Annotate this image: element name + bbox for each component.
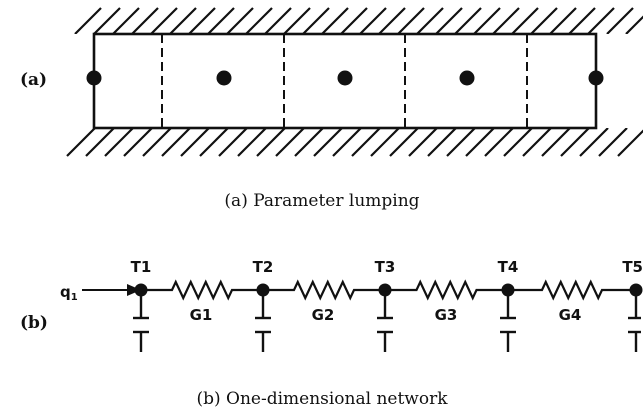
hatch-line xyxy=(283,7,311,34)
hatch-line xyxy=(446,128,476,157)
node-label-t4: T4 xyxy=(498,258,519,276)
hatch-line xyxy=(340,7,368,34)
slab-diagram xyxy=(66,7,643,157)
part-b-caption: (b) One-dimensional network xyxy=(196,389,448,409)
resistor xyxy=(385,279,508,301)
node-label-t5: T5 xyxy=(622,258,643,276)
hatch-line xyxy=(123,128,153,157)
hatch-line xyxy=(408,128,438,157)
hatch-line xyxy=(180,128,210,157)
hatch-line xyxy=(473,7,501,34)
conductance-label-g2: G2 xyxy=(312,306,335,324)
hatch-line xyxy=(435,7,463,34)
hatch-line xyxy=(454,7,482,34)
hatch-line xyxy=(66,128,96,157)
hatch-line xyxy=(625,15,643,34)
hatch-line xyxy=(503,128,533,157)
capacitor xyxy=(500,296,516,352)
hatch-line xyxy=(169,7,197,34)
hatch-line xyxy=(351,128,381,157)
lump-node xyxy=(588,70,604,86)
hatch-line xyxy=(560,128,590,157)
network-diagram: q1 T1 T2 T3 T4 T5 G1 G2 G3 G4 xyxy=(60,258,643,352)
hatch-line xyxy=(150,7,178,34)
hatch-line xyxy=(541,128,571,157)
node-label-t2: T2 xyxy=(253,258,274,276)
hatch-line xyxy=(74,7,102,34)
part-a-caption: (a) Parameter lumping xyxy=(224,191,419,211)
hatch-line xyxy=(112,7,140,34)
conductance-label-g1: G1 xyxy=(190,306,213,324)
lump-node xyxy=(459,70,475,86)
top-wall-hatching xyxy=(74,7,643,34)
hatch-line xyxy=(275,128,305,157)
hatch-line xyxy=(378,7,406,34)
heat-input-label: q1 xyxy=(60,283,78,303)
hatch-line xyxy=(85,128,115,157)
hatch-line xyxy=(313,128,343,157)
lump-node xyxy=(337,70,353,86)
hatch-line xyxy=(579,128,609,157)
hatch-line xyxy=(104,128,134,157)
hatch-line xyxy=(93,7,121,34)
hatch-line xyxy=(598,128,628,157)
arrow-head xyxy=(127,284,141,296)
hatch-line xyxy=(587,7,615,34)
hatch-line xyxy=(207,7,235,34)
hatch-line xyxy=(617,129,643,157)
hatch-line xyxy=(161,128,191,157)
node-label-t1: T1 xyxy=(131,258,152,276)
hatch-line xyxy=(188,7,216,34)
node-label-t3: T3 xyxy=(375,258,396,276)
resistor xyxy=(508,279,636,301)
hatch-line xyxy=(302,7,330,34)
hatch-line xyxy=(370,128,400,157)
hatch-line xyxy=(237,128,267,157)
capacitor xyxy=(377,296,393,352)
hatch-line xyxy=(397,7,425,34)
hatch-line xyxy=(264,7,292,34)
hatch-line xyxy=(226,7,254,34)
part-a-label: (a) xyxy=(20,70,47,90)
hatch-line xyxy=(142,128,172,157)
hatch-line xyxy=(321,7,349,34)
capacitor xyxy=(628,296,641,352)
hatch-line xyxy=(131,7,159,34)
conductance-label-g3: G3 xyxy=(435,306,458,324)
lump-node xyxy=(86,70,102,86)
hatch-line xyxy=(549,7,577,34)
hatch-line xyxy=(530,7,558,34)
conductance-label-g4: G4 xyxy=(559,306,582,324)
hatch-line xyxy=(294,128,324,157)
bottom-wall-hatching xyxy=(66,128,643,157)
hatch-line xyxy=(389,128,419,157)
hatch-line xyxy=(484,128,514,157)
hatch-line xyxy=(332,128,362,157)
part-b-label: (b) xyxy=(20,313,48,333)
hatch-line xyxy=(522,128,552,157)
hatch-line xyxy=(245,7,273,34)
hatch-line xyxy=(465,128,495,157)
hatch-line xyxy=(199,128,229,157)
lump-node xyxy=(216,70,232,86)
hatch-line xyxy=(568,7,596,34)
hatch-line xyxy=(427,128,457,157)
hatch-line xyxy=(218,128,248,157)
hatch-line xyxy=(359,7,387,34)
resistor xyxy=(263,279,385,301)
hatch-line xyxy=(256,128,286,157)
hatch-line xyxy=(511,7,539,34)
hatch-line xyxy=(416,7,444,34)
hatch-line xyxy=(492,7,520,34)
capacitor xyxy=(133,296,149,352)
hatch-line xyxy=(606,7,634,34)
capacitor xyxy=(255,296,271,352)
resistor xyxy=(141,279,263,301)
